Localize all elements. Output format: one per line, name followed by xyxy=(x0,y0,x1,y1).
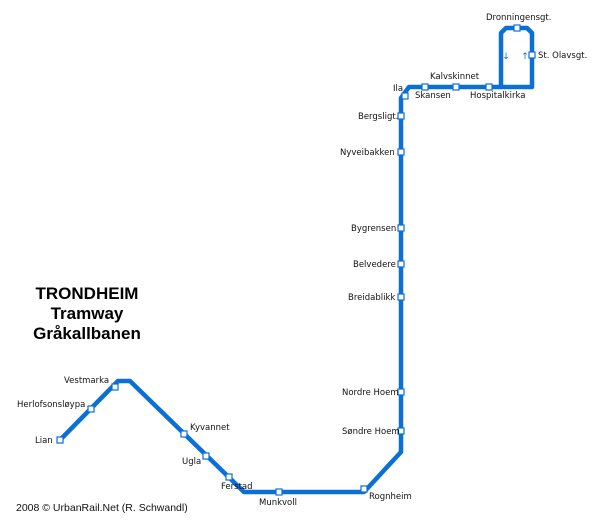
station-label-ila: Ila xyxy=(393,84,403,94)
station-labels: Lian Herlofsonsløypa Vestmarka Kyvannet … xyxy=(17,13,587,508)
map-title-mode: Tramway xyxy=(51,304,124,323)
station-marker-sondre-hoem[interactable] xyxy=(397,427,405,435)
map-title-city: TRONDHEIM xyxy=(36,284,139,303)
station-label-ugla: Ugla xyxy=(182,457,201,467)
station-label-hospitalkirka: Hospitalkirka xyxy=(470,91,525,101)
station-label-skansen: Skansen xyxy=(415,91,451,101)
station-marker-munkvoll[interactable] xyxy=(275,488,283,496)
station-markers xyxy=(56,24,536,496)
station-label-herlofsonslopya: Herlofsonsløypa xyxy=(17,400,85,410)
station-label-lian: Lian xyxy=(35,436,53,446)
station-marker-dronningensgt[interactable] xyxy=(513,24,521,32)
station-label-nyveibakken: Nyveibakken xyxy=(340,148,395,158)
station-label-dronningensgt: Dronningensgt. xyxy=(486,13,551,23)
station-marker-hospitalkirka[interactable] xyxy=(485,83,493,91)
station-marker-kyvannet[interactable] xyxy=(180,430,188,438)
station-marker-ferstad[interactable] xyxy=(225,473,233,481)
station-label-breidablikk: Breidablikk xyxy=(348,293,395,303)
station-marker-kalvskinnet[interactable] xyxy=(452,83,460,91)
station-marker-bergslig[interactable] xyxy=(397,112,405,120)
station-marker-nyveibakken[interactable] xyxy=(397,148,405,156)
station-marker-st-olavsgt[interactable] xyxy=(528,51,536,59)
copyright-credit: 2008 © UrbanRail.Net (R. Schwandl) xyxy=(16,502,188,514)
station-label-munkvoll: Munkvoll xyxy=(259,498,297,508)
station-marker-ila[interactable] xyxy=(401,92,409,100)
map-title-line: Gråkallbanen xyxy=(33,324,141,343)
station-marker-skansen[interactable] xyxy=(421,83,429,91)
station-label-vestmarka: Vestmarka xyxy=(64,376,109,386)
station-label-kyvannet: Kyvannet xyxy=(190,423,230,433)
route-line xyxy=(57,25,535,495)
station-marker-ugla[interactable] xyxy=(202,452,210,460)
station-label-sondre-hoem: Søndre Hoem xyxy=(342,427,400,437)
station-marker-nordre-hoem[interactable] xyxy=(397,388,405,396)
loop-arrow-down: ↓ xyxy=(502,52,510,62)
station-label-nordre-hoem: Nordre Hoem xyxy=(342,388,399,398)
station-label-belvedere: Belvedere xyxy=(353,260,396,270)
station-label-bygrensen: Bygrensen xyxy=(351,224,396,234)
station-label-st-olavsgt: St. Olavsgt. xyxy=(538,51,587,61)
station-marker-belvedere[interactable] xyxy=(397,260,405,268)
station-marker-herlofsonslopya[interactable] xyxy=(87,405,95,413)
station-label-bergslig: Bergsligt. xyxy=(358,112,398,122)
station-marker-vestmarka[interactable] xyxy=(111,383,119,391)
station-marker-bygrensen[interactable] xyxy=(397,224,405,232)
station-label-kalvskinnet: Kalvskinnet xyxy=(430,72,480,82)
station-marker-breidablikk[interactable] xyxy=(397,293,405,301)
station-label-ferstad: Ferstad xyxy=(221,482,253,492)
station-marker-lian[interactable] xyxy=(56,436,64,444)
station-marker-rognheim[interactable] xyxy=(360,485,368,493)
station-label-rognheim: Rognheim xyxy=(369,492,412,502)
loop-arrow-up: ↑ xyxy=(521,52,529,62)
